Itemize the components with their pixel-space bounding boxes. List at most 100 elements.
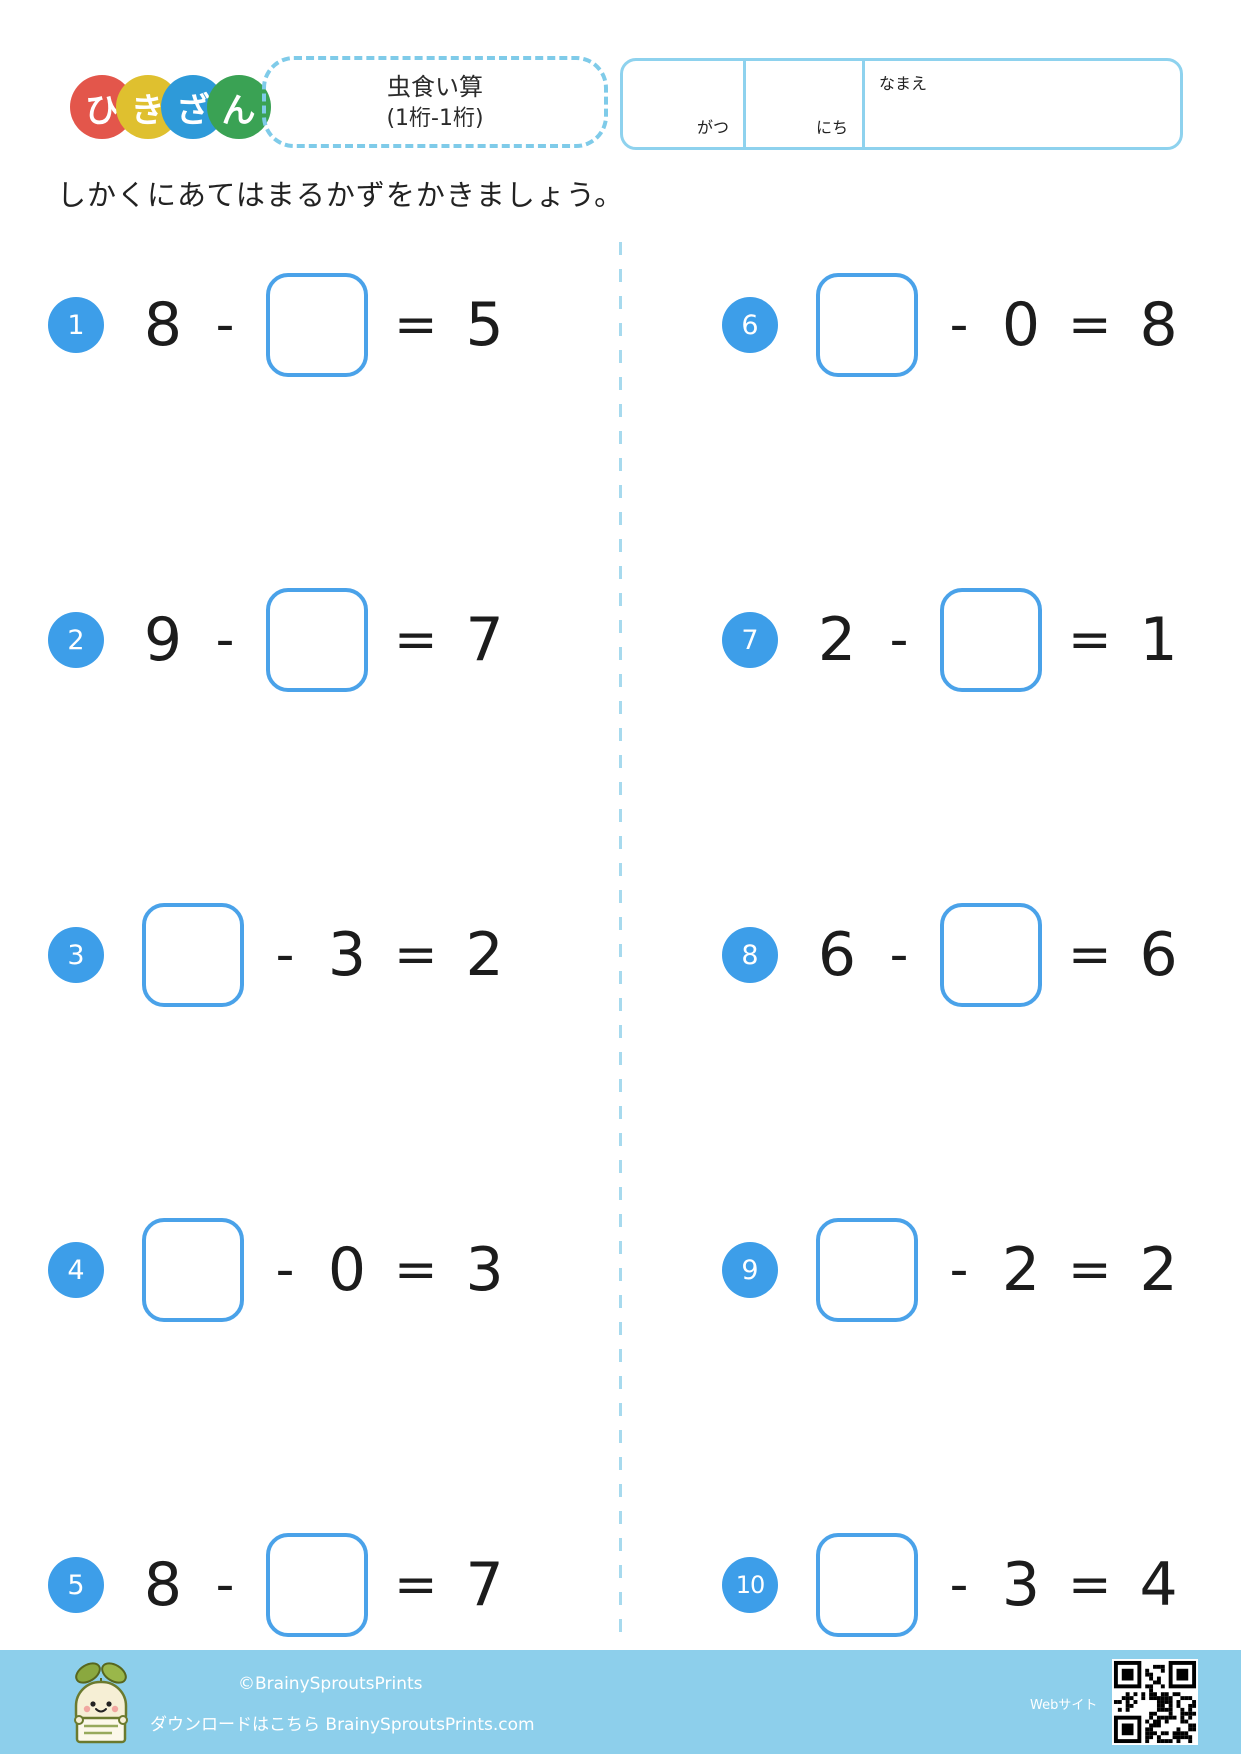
equation: -3 = 2	[142, 903, 506, 1007]
equation-digit: 7	[465, 1550, 504, 1620]
equation-digit: 6	[1139, 920, 1178, 990]
equation-operator: -	[275, 925, 295, 985]
equation-digit: 8	[1139, 290, 1178, 360]
equation-operator: -	[275, 1240, 295, 1300]
equation-operator: -	[949, 1555, 969, 1615]
equation-digit: 4	[1139, 1550, 1178, 1620]
problem-row: 9-2=2	[722, 1208, 1180, 1332]
equation-operator: =	[1068, 925, 1112, 985]
equation-digit: 2	[465, 920, 504, 990]
answer-box[interactable]	[816, 1218, 918, 1322]
answer-box[interactable]	[142, 903, 244, 1007]
problem-row: 3-3=2	[48, 893, 506, 1017]
equation: -0 = 8	[816, 273, 1180, 377]
equation-digit: 5	[465, 290, 504, 360]
problem-number-badge: 2	[48, 612, 104, 668]
equation-digit: 2	[817, 605, 857, 675]
problem-number-badge: 6	[722, 297, 778, 353]
answer-box[interactable]	[816, 1533, 918, 1637]
answer-box[interactable]	[266, 588, 368, 692]
equation: 9- = 7	[142, 588, 506, 692]
problem-number-badge: 7	[722, 612, 778, 668]
equation-digit: 8	[143, 290, 183, 360]
equation-operator: -	[949, 295, 969, 355]
equation-operator: -	[215, 295, 235, 355]
footer-website-label: Webサイト	[1030, 1698, 1098, 1713]
equation: -2=2	[816, 1218, 1180, 1322]
equation-digit: 2	[1139, 1235, 1178, 1305]
answer-box[interactable]	[940, 903, 1042, 1007]
equation-digit: 0	[327, 1235, 367, 1305]
equation-digit: 3	[327, 920, 367, 990]
worksheet-title-line2: (1桁-1桁)	[386, 105, 484, 131]
equation-operator: =	[1068, 295, 1112, 355]
equation-digit: 3	[465, 1235, 504, 1305]
worksheet-title-box: 虫食い算 (1桁-1桁)	[262, 56, 608, 148]
problem-number-badge: 5	[48, 1557, 104, 1613]
equation-operator: -	[889, 610, 909, 670]
month-label: がつ	[696, 118, 729, 137]
equation-digit: 2	[1001, 1235, 1041, 1305]
name-field[interactable]: なまえ	[862, 61, 1180, 147]
problem-row: 6 -0 = 8	[722, 263, 1180, 387]
answer-box[interactable]	[940, 588, 1042, 692]
footer-download-text: ダウンロードはこちら BrainySproutsPrints.com	[150, 1715, 535, 1735]
equation-operator: =	[394, 295, 438, 355]
name-label: なまえ	[879, 74, 928, 93]
day-label: にち	[815, 118, 848, 137]
instruction-text: しかくにあてはまるかずをかきましょう。	[57, 178, 625, 212]
logo-letter-ball: ん	[206, 75, 271, 139]
equation-digit: 3	[1001, 1550, 1041, 1620]
equation-digit: 1	[1139, 605, 1178, 675]
equation: -0 = 3	[142, 1218, 506, 1322]
problem-row: 10 -3 = 4	[722, 1523, 1180, 1647]
problem-number-badge: 3	[48, 927, 104, 983]
equation-operator: -	[215, 610, 235, 670]
equation-operator: =	[394, 1555, 438, 1615]
equation: -3 = 4	[816, 1533, 1180, 1637]
equation-digit: 0	[1001, 290, 1041, 360]
problem-number-badge: 8	[722, 927, 778, 983]
hikizan-logo: ひきざん	[70, 75, 280, 139]
equation-operator: -	[215, 1555, 235, 1615]
equation-digit: 9	[143, 605, 183, 675]
problem-number-badge: 4	[48, 1242, 104, 1298]
equation-digit: 6	[817, 920, 857, 990]
equation: 8- = 7	[142, 1533, 506, 1637]
column-divider	[619, 242, 622, 1642]
equation-operator: -	[949, 1240, 969, 1300]
answer-box[interactable]	[266, 273, 368, 377]
month-field[interactable]: がつ	[623, 61, 743, 147]
sprout-mascot-icon	[74, 1662, 128, 1744]
equation-operator: -	[889, 925, 909, 985]
equation: 6-=6	[816, 903, 1180, 1007]
problem-row: 4 -0 = 3	[48, 1208, 506, 1332]
day-field[interactable]: にち	[743, 61, 862, 147]
equation: 2- = 1	[816, 588, 1180, 692]
answer-box[interactable]	[816, 273, 918, 377]
equation: 8- = 5	[142, 273, 506, 377]
name-date-box: がつ にち なまえ	[620, 58, 1183, 150]
footer: ©BrainySproutsPrints ダウンロードはこちら BrainySp…	[0, 1650, 1241, 1754]
equation-operator: =	[1068, 1240, 1112, 1300]
footer-copyright: ©BrainySproutsPrints	[238, 1674, 423, 1694]
equation-operator: =	[394, 1240, 438, 1300]
problem-number-badge: 9	[722, 1242, 778, 1298]
answer-box[interactable]	[266, 1533, 368, 1637]
equation-digit: 8	[143, 1550, 183, 1620]
equation-operator: =	[1068, 1555, 1112, 1615]
equation-operator: =	[394, 925, 438, 985]
qr-code	[1112, 1659, 1198, 1745]
problem-number-badge: 1	[48, 297, 104, 353]
equation-digit: 7	[465, 605, 504, 675]
equation-operator: =	[1068, 610, 1112, 670]
equation-operator: =	[394, 610, 438, 670]
worksheet-title-line1: 虫食い算	[387, 72, 483, 101]
problem-number-badge: 10	[722, 1557, 778, 1613]
answer-box[interactable]	[142, 1218, 244, 1322]
